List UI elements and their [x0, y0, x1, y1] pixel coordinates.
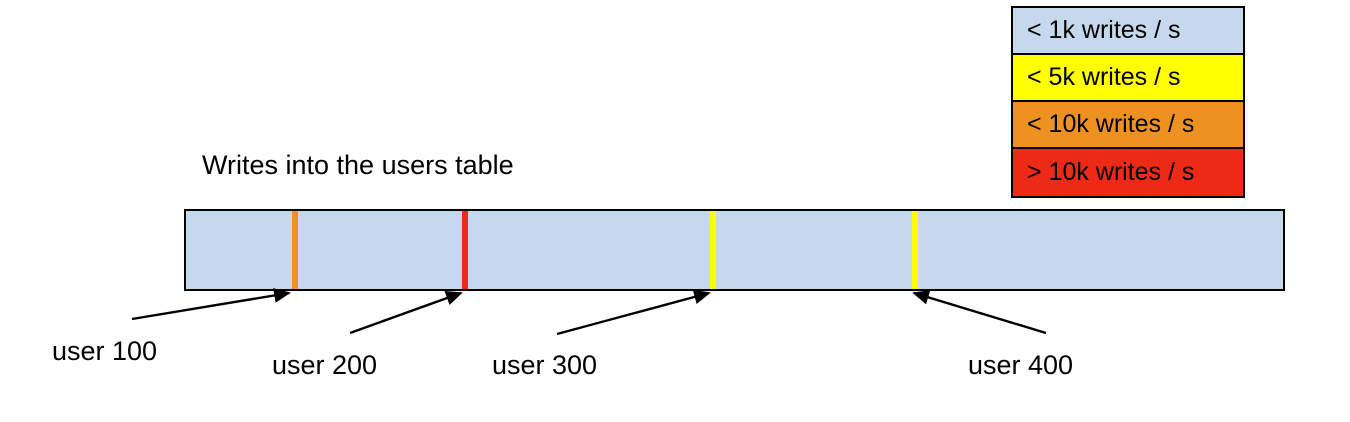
legend-item-label: < 10k writes / s: [1027, 110, 1195, 138]
arrow-user-100: [131, 288, 291, 321]
legend-item-label: < 1k writes / s: [1027, 16, 1181, 44]
bar-stripe-user-300: [710, 211, 717, 289]
arrow-user-200: [349, 291, 463, 335]
callout-label-user-400: user 400: [968, 350, 1074, 380]
legend-item-label: > 10k writes / s: [1027, 158, 1195, 186]
bar-stripe-user-100: [292, 211, 299, 289]
bar-base-fill: [186, 211, 1283, 289]
callout-label-user-200: user 200: [272, 350, 378, 380]
legend-item-gt-10k: > 10k writes / s: [1013, 149, 1243, 196]
callout-label-user-300: user 300: [492, 350, 598, 380]
writes-legend: < 1k writes / s < 5k writes / s < 10k wr…: [1011, 6, 1245, 198]
legend-item-label: < 5k writes / s: [1027, 63, 1181, 91]
bar-stripe-user-200: [462, 211, 469, 289]
bar-stripe-user-400: [912, 211, 919, 289]
legend-item-lt-10k: < 10k writes / s: [1013, 102, 1243, 149]
legend-item-lt-5k: < 5k writes / s: [1013, 55, 1243, 102]
arrow-user-300: [556, 289, 711, 336]
users-table-bar: [184, 209, 1285, 291]
callout-label-user-100: user 100: [52, 336, 158, 366]
legend-item-lt-1k: < 1k writes / s: [1013, 8, 1243, 55]
chart-title: Writes into the users table: [202, 150, 514, 180]
arrow-user-400: [912, 290, 1047, 335]
